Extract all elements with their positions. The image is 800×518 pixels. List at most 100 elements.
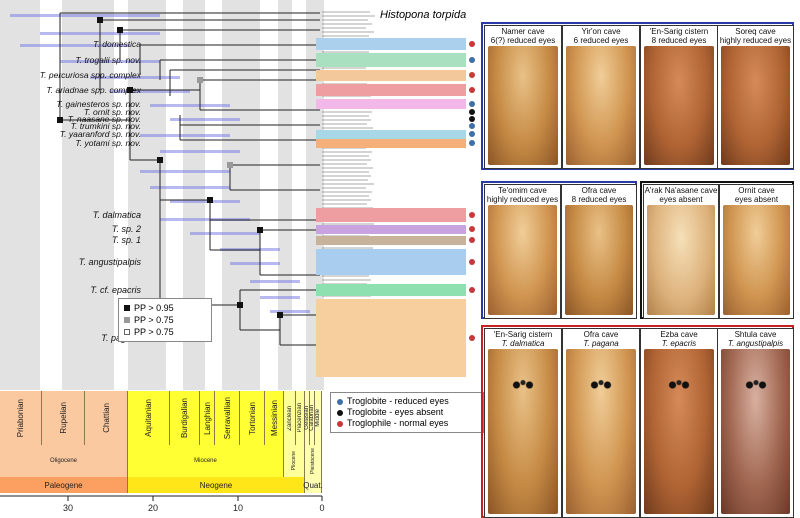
spider-chelicerae-image — [644, 349, 714, 514]
clade-band — [316, 235, 466, 245]
photo-subtitle: highly reduced eyes — [486, 195, 559, 204]
clade-label: T. sp. 1 — [111, 235, 141, 245]
geo-stage: Rupelian — [42, 391, 85, 445]
photo-title: A'rak Na'asane cave — [644, 186, 718, 195]
habitat-dot — [469, 109, 475, 115]
habitat-dot — [469, 237, 475, 243]
axis-tick-30: 30 — [62, 503, 74, 513]
photo-subtitle: highly reduced eyes — [719, 36, 792, 45]
geo-stage-label: Burdigalian — [180, 397, 189, 439]
geo-epoch: Pliocene — [284, 445, 305, 477]
habitat-dot — [469, 41, 475, 47]
geo-stage-label: Rupelian — [58, 402, 68, 434]
axis-tick-0: 0 — [319, 503, 325, 513]
habitat-dot — [469, 212, 475, 218]
legend-normal-label: Troglophile - normal eyes — [347, 418, 449, 428]
legend-dot-reduced — [337, 398, 343, 405]
geo-epoch-label: Oligocene — [49, 458, 78, 464]
geo-period: Paleogene — [0, 477, 128, 493]
clade-band — [316, 53, 466, 67]
photo-title: Shtula cave — [734, 330, 777, 339]
geo-stage-label: Priabonian — [16, 398, 25, 438]
spider-chelicerae-image — [644, 46, 714, 165]
geo-stage: Priabonian — [0, 391, 42, 445]
spider-chelicerae-image — [488, 46, 558, 165]
geo-epoch-label: Miocene — [194, 458, 217, 464]
clade-label: T. gainesteros sp. nov. — [56, 99, 141, 109]
geo-stage: Aquitanian — [128, 391, 170, 445]
pp-mid-swatch — [124, 317, 130, 323]
photo-subtitle: 6(?) reduced eyes — [490, 36, 556, 45]
clade-band — [316, 208, 466, 222]
legend-dot-normal — [337, 420, 343, 427]
spider-chelicerae-image — [488, 349, 558, 514]
clade-band — [316, 138, 466, 148]
geo-stage-label: Langhian — [202, 401, 212, 435]
clade-label: T. ornit sp. nov. — [83, 107, 141, 117]
geo-epoch: Miocene — [128, 445, 284, 477]
geo-period-label: Paleogene — [44, 480, 83, 490]
geo-stage: Piacenzian — [296, 391, 305, 445]
clade-label: T. sp. 2 — [111, 224, 141, 234]
photo-title: Ofra cave — [583, 330, 619, 339]
geo-stage: Burdigalian — [170, 391, 200, 445]
photo-title: Ofra cave — [581, 186, 617, 195]
habitat-dot — [469, 72, 475, 78]
geo-period: Quat. — [303, 477, 323, 493]
geo-stage: Calabrian — [309, 391, 315, 445]
photo-title: 'En-Sarig cistern — [493, 330, 553, 339]
photo-title: Soreq cave — [735, 27, 776, 36]
spider-chelicerae-image — [723, 205, 790, 315]
geo-stage-label: Aquitanian — [144, 399, 153, 437]
legend-reduced-label: Troglobite - reduced eyes — [347, 396, 449, 406]
clade-label: T. angustipalpis — [78, 257, 141, 267]
eyes-icon — [666, 378, 692, 391]
geo-period-label: Quat. — [303, 480, 323, 490]
habitat-dot — [469, 131, 475, 137]
photo-title: Te'omim cave — [498, 186, 547, 195]
photo-title: Yir'on cave — [581, 27, 621, 36]
photo-subtitle: T. dalmatica — [501, 339, 545, 348]
clade-band — [316, 69, 466, 81]
clade-band — [316, 129, 466, 139]
geo-stage: Messinian — [265, 391, 284, 445]
photo-subtitle: 6 reduced eyes — [573, 36, 629, 45]
outgroup-label: Histopona torpida — [380, 9, 467, 21]
pp-high-label: PP > 0.95 — [134, 303, 174, 313]
habitat-dot — [469, 87, 475, 93]
clade-label: T. cf. epacris — [90, 285, 141, 295]
photo-title: Ornit cave — [738, 186, 775, 195]
legend-absent-label: Troglobite - eyes absent — [347, 407, 444, 417]
clade-label: T. ariadnae spp. complex — [46, 85, 141, 95]
clade-band — [316, 224, 466, 234]
spider-chelicerae-image — [566, 46, 636, 165]
geo-stage: Gelasian — [304, 391, 310, 445]
phylogeny-tree — [0, 0, 375, 390]
time-stripes — [0, 0, 324, 390]
photo-subtitle: 8 reduced eyes — [571, 195, 627, 204]
clade-band — [316, 84, 466, 96]
geo-stage-label: Messinian — [269, 399, 279, 436]
clade-label: T. yaaranford sp. nov. — [59, 129, 141, 139]
habitat-dot — [469, 287, 475, 293]
geo-stage: Tortonian — [240, 391, 265, 445]
geo-stage: Serravallian — [215, 391, 240, 445]
